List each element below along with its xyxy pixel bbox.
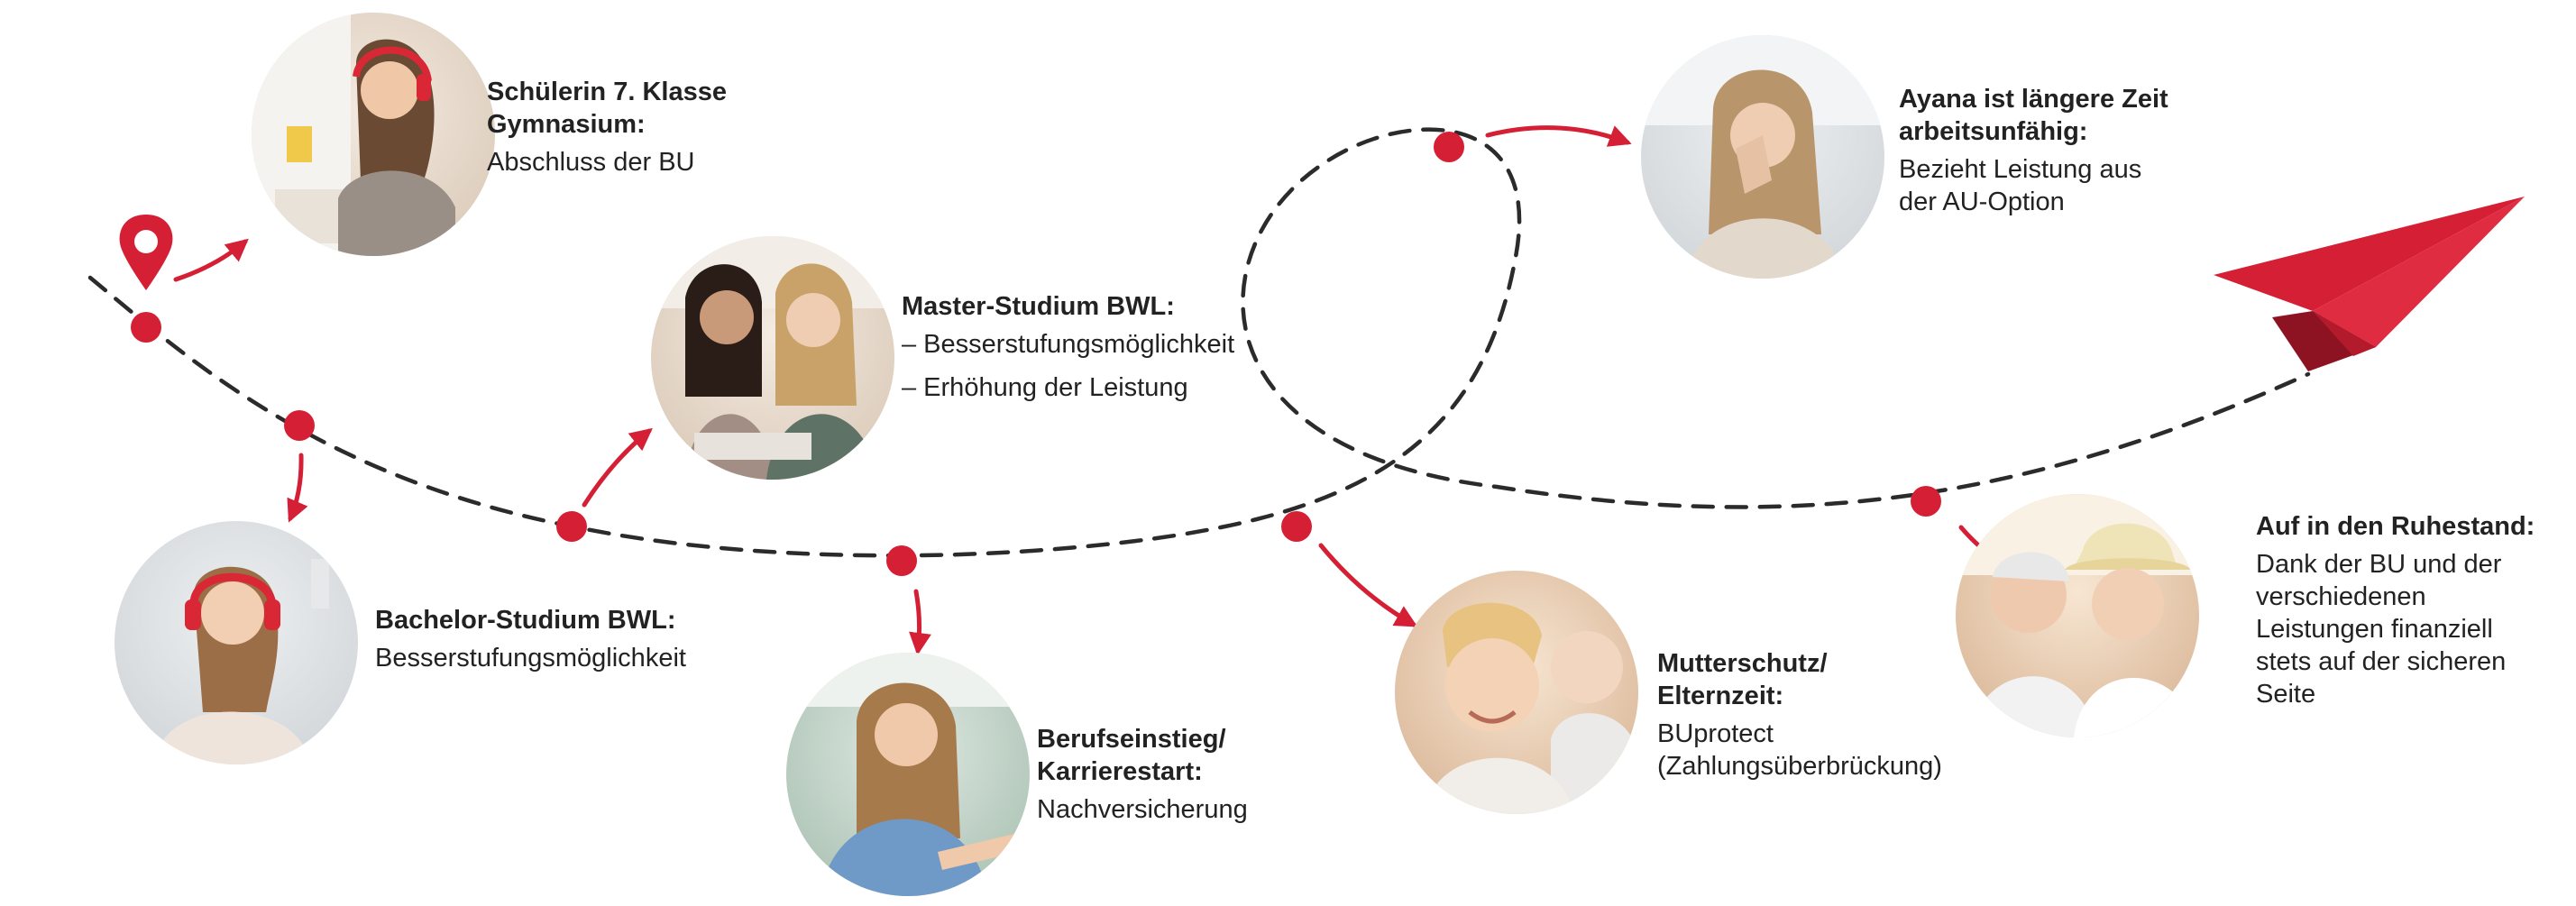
arrow-pin-to-schuelerin <box>173 238 249 282</box>
label-bachelor: Bachelor-Studium BWL: Besserstufungsmögl… <box>375 604 686 674</box>
label-master: Master-Studium BWL: – Besserstufungsmögl… <box>902 290 1234 404</box>
label-ruhestand-desc-2: verschiedenen <box>2256 582 2426 611</box>
label-beruf-title-2: Karrierestart: <box>1037 757 1203 786</box>
label-schuelerin: Schülerin 7. Klasse Gymnasium: Abschluss… <box>487 76 727 178</box>
label-ruhestand: Auf in den Ruhestand: Dank der BU und de… <box>2256 510 2535 710</box>
arrow-ayana <box>1485 125 1632 147</box>
label-ayana-desc-2: der AU-Option <box>1899 188 2065 216</box>
label-ruhestand-desc-4: stets auf der sicheren <box>2256 647 2507 676</box>
label-schuelerin-desc-1: Abschluss der BU <box>487 148 695 177</box>
arrow-mutterschutz <box>1318 543 1418 627</box>
label-mutterschutz-title-2: Elternzeit: <box>1657 682 1784 710</box>
label-ayana-title-2: arbeitsunfähig: <box>1899 117 2088 146</box>
label-beruf-title-1: Berufseinstieg/ <box>1037 725 1226 754</box>
milestone-dot-ayana <box>1434 132 1464 162</box>
label-ruhestand-desc-3: Leistungen finanziell <box>2256 615 2493 644</box>
arrow-bachelor <box>287 453 308 523</box>
milestone-dots <box>131 132 1941 576</box>
label-master-desc-1: – Besserstufungsmöglichkeit <box>902 330 1235 359</box>
milestone-dot-bachelor <box>284 410 315 441</box>
photo-bachelor <box>115 521 358 764</box>
label-bachelor-desc-1: Besserstufungsmöglichkeit <box>375 644 686 673</box>
label-master-desc-2: – Erhöhung der Leistung <box>902 373 1188 402</box>
label-ruhestand-desc-5: Seite <box>2256 680 2316 709</box>
arrow-master <box>582 427 653 508</box>
label-bachelor-title-1: Bachelor-Studium BWL: <box>375 606 676 635</box>
photo-master <box>651 236 894 480</box>
arrow-beruf <box>909 589 931 655</box>
label-ayana-title-1: Ayana ist längere Zeit <box>1899 85 2168 114</box>
milestone-dot-ruhestand <box>1911 486 1941 517</box>
label-beruf: Berufseinstieg/ Karrierestart: Nachversi… <box>1037 723 1248 826</box>
photo-mutterschutz <box>1395 571 1638 814</box>
label-schuelerin-title-1: Schülerin 7. Klasse <box>487 78 727 106</box>
label-mutterschutz-desc-1: BUprotect <box>1657 719 1774 748</box>
photo-schuelerin <box>252 13 495 256</box>
label-mutterschutz-title-1: Mutterschutz/ <box>1657 649 1828 678</box>
milestone-dot-mutterschutz <box>1281 511 1312 542</box>
milestone-dot-beruf <box>886 545 917 576</box>
label-schuelerin-title-2: Gymnasium: <box>487 110 646 139</box>
label-mutterschutz-desc-2: (Zahlungsüberbrückung) <box>1657 752 1942 781</box>
paper-plane-icon <box>2214 197 2525 371</box>
connector-arrows <box>173 125 2015 655</box>
label-ruhestand-desc-1: Dank der BU und der <box>2256 550 2502 579</box>
label-mutterschutz: Mutterschutz/ Elternzeit: BUprotect (Zah… <box>1657 647 1942 782</box>
label-master-title-1: Master-Studium BWL: <box>902 292 1175 321</box>
photo-beruf <box>786 653 1030 896</box>
label-beruf-desc-1: Nachversicherung <box>1037 795 1248 824</box>
photo-ayana <box>1641 35 1884 279</box>
label-ayana-desc-1: Bezieht Leistung aus <box>1899 155 2142 184</box>
label-ruhestand-title-1: Auf in den Ruhestand: <box>2256 512 2535 541</box>
milestone-dot-start <box>131 312 161 343</box>
photo-ruhestand <box>1956 494 2199 737</box>
label-ayana: Ayana ist längere Zeit arbeitsunfähig: B… <box>1899 83 2168 218</box>
map-pin-icon <box>119 215 173 290</box>
milestone-dot-master <box>556 511 587 542</box>
